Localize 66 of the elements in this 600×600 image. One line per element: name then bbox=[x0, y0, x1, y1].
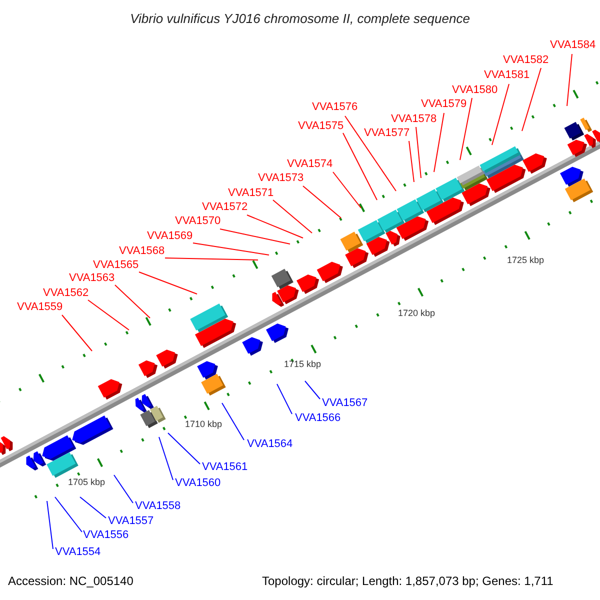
leader-line bbox=[460, 98, 472, 160]
gene-label: VVA1575 bbox=[298, 120, 344, 133]
scale-label: 1705 kbp bbox=[68, 476, 106, 489]
gene-label: VVA1577 bbox=[364, 127, 410, 140]
leader-line bbox=[114, 284, 150, 318]
footer-text: Accession: NC_005140 bbox=[8, 574, 134, 588]
gene-label: VVA1566 bbox=[295, 412, 341, 425]
leader-line bbox=[138, 272, 198, 294]
leader-line bbox=[158, 436, 174, 480]
leader-line bbox=[62, 314, 92, 352]
gene-label: VVA1570 bbox=[175, 215, 221, 228]
leader-line bbox=[222, 402, 244, 440]
leader-line bbox=[408, 140, 414, 182]
leader-line bbox=[332, 172, 362, 208]
scale-label: 1710 kbp bbox=[185, 418, 222, 431]
gene-label: VVA1557 bbox=[108, 515, 154, 528]
gene-label: VVA1581 bbox=[484, 69, 530, 82]
leader-line bbox=[304, 380, 320, 400]
leader-line bbox=[566, 54, 572, 106]
gene-label: VVA1571 bbox=[228, 187, 274, 200]
leader-line bbox=[272, 200, 312, 234]
leader-line bbox=[164, 258, 258, 260]
gene-label: VVA1563 bbox=[69, 272, 115, 285]
gene-label: VVA1556 bbox=[83, 529, 129, 542]
gene-label: VVA1565 bbox=[93, 259, 139, 272]
gene-label: VVA1580 bbox=[452, 84, 498, 97]
leader-line bbox=[434, 112, 444, 172]
leader-line bbox=[80, 496, 106, 518]
leader-line bbox=[46, 500, 54, 550]
gene-label: VVA1559 bbox=[17, 301, 63, 314]
gene-label: VVA1562 bbox=[43, 287, 89, 300]
leader-line bbox=[114, 474, 134, 504]
gene-label: VVA1576 bbox=[312, 101, 358, 114]
gene-label: VVA1582 bbox=[503, 54, 549, 67]
leader-line bbox=[246, 214, 304, 238]
gene-label: VVA1584 bbox=[550, 39, 596, 52]
title: Vibrio vulnificus YJ016 chromosome II, complete sequence bbox=[129, 10, 471, 28]
leader-line bbox=[416, 126, 422, 178]
gene-label: VVA1568 bbox=[119, 245, 165, 258]
scale-label: 1725 kbp bbox=[507, 254, 544, 267]
gene-label: VVA1564 bbox=[247, 438, 293, 451]
gene-label: VVA1567 bbox=[322, 397, 368, 410]
gene-label: VVA1569 bbox=[147, 230, 193, 243]
gene-label: VVA1558 bbox=[135, 500, 181, 513]
scale-label: 1715 kbp bbox=[284, 358, 322, 371]
gene-label: VVA1579 bbox=[421, 98, 467, 111]
gene-label: VVA1578 bbox=[391, 113, 437, 126]
leader-line bbox=[302, 186, 342, 218]
leader-line bbox=[220, 228, 290, 244]
scale-label: 1720 kbp bbox=[398, 307, 436, 320]
gene-label: VVA1574 bbox=[287, 158, 333, 171]
leader-line bbox=[344, 116, 396, 192]
leader-line bbox=[276, 384, 292, 414]
gene-label: VVA1561 bbox=[202, 461, 248, 474]
gene-label: VVA1554 bbox=[55, 546, 101, 559]
footer-text: Topology: circular; Length: 1,857,073 bp; Genes: 1,711 bbox=[262, 574, 554, 588]
leader-line bbox=[192, 242, 270, 256]
gene-label: VVA1572 bbox=[202, 201, 248, 214]
gene-label: VVA1573 bbox=[258, 172, 304, 185]
leader-line bbox=[492, 84, 510, 146]
leader-line bbox=[168, 432, 200, 464]
leader-line bbox=[88, 300, 130, 330]
gene-label: VVA1560 bbox=[175, 477, 221, 490]
leader-line bbox=[342, 132, 378, 200]
leader-line bbox=[522, 68, 542, 132]
leader-line bbox=[54, 496, 82, 532]
